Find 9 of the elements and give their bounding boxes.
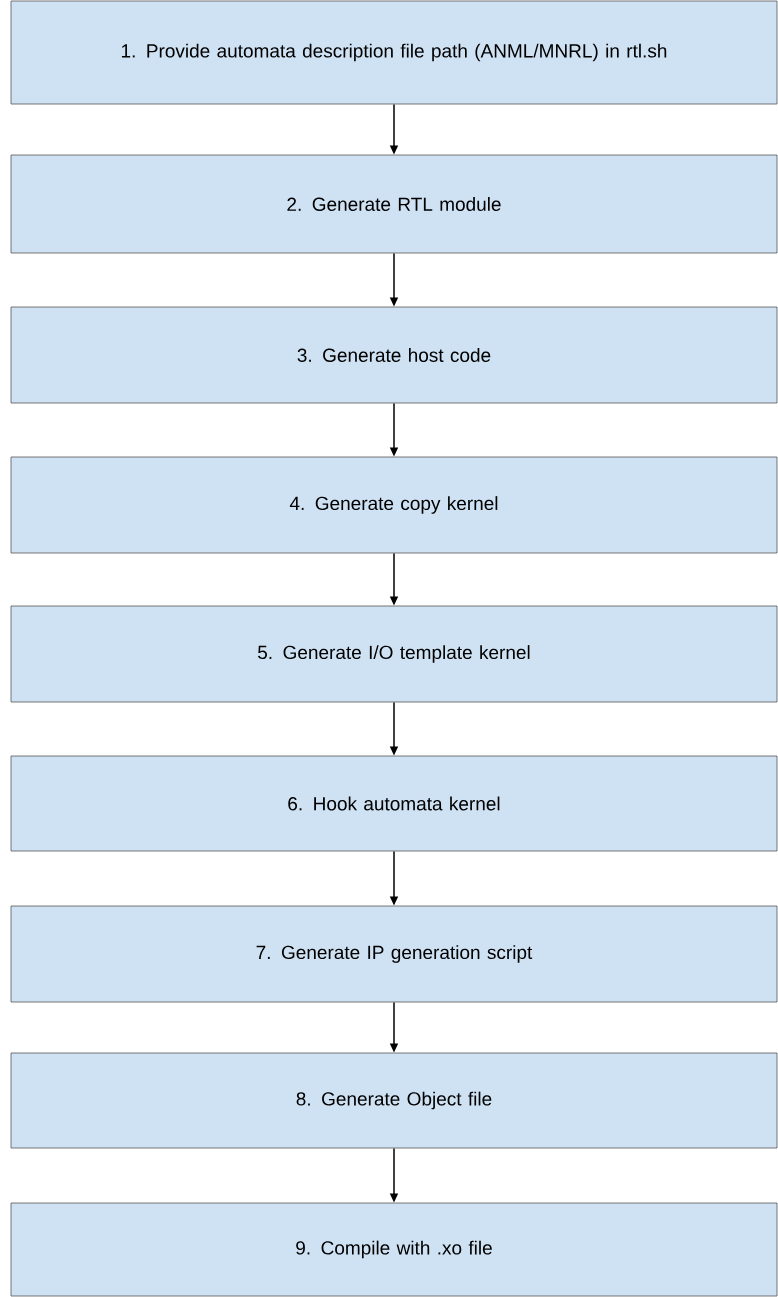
process-box: 4. Generate copy kernel	[10, 456, 778, 554]
process-box: 3. Generate host code	[10, 306, 778, 404]
process-box: 2. Generate RTL module	[10, 154, 778, 254]
process-box: 5. Generate I/O template kernel	[10, 605, 778, 703]
process-box: 8. Generate Object file	[10, 1052, 778, 1149]
process-box: 9. Compile with .xo file	[10, 1202, 778, 1297]
process-box: 7. Generate IP generation script	[10, 905, 778, 1003]
process-box: 6. Hook automata kernel	[10, 755, 778, 852]
process-box: 1. Provide automata description file path (ANML/MNRL) in rtl.sh	[10, 0, 778, 105]
